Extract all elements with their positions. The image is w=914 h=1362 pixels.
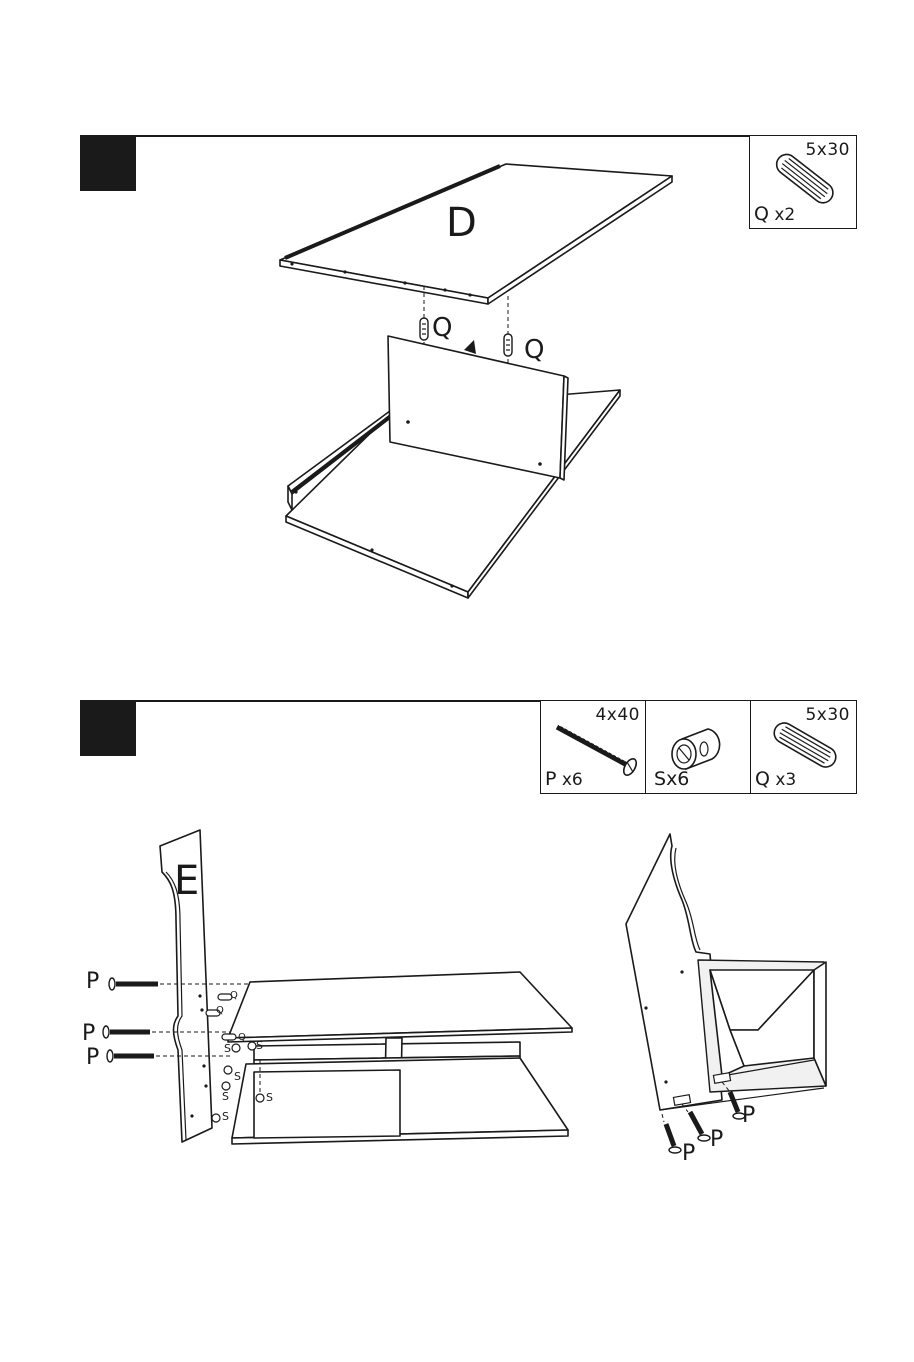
step-1-diagram: D Q Q	[0, 140, 914, 620]
step-2-diagram-left: E P P P	[0, 820, 600, 1160]
dowel-label-b: Q	[216, 1005, 224, 1016]
side-panel-e: E	[160, 830, 212, 1142]
hardware-code: P x6	[545, 768, 583, 790]
top-shelf	[228, 972, 572, 1042]
hardware-count: x6	[562, 770, 583, 790]
hardware-box-step-2-cam: Sx6	[645, 700, 752, 794]
screw-under-3	[666, 1124, 681, 1153]
cam-lock-icon	[648, 715, 748, 775]
screw-under-label-1: P	[742, 1103, 755, 1128]
hardware-code: Sx6	[654, 768, 689, 790]
cam-label-1: S	[224, 1042, 231, 1055]
cam-label-5: S	[266, 1091, 273, 1104]
step-1-rule	[80, 135, 856, 137]
screw-p-3	[107, 1050, 154, 1062]
screw-label-1: P	[86, 969, 99, 994]
screw-under-label-2: P	[710, 1127, 723, 1152]
step-2-bottom-panel	[232, 1058, 568, 1144]
hardware-letter: S	[654, 768, 666, 790]
hardware-letter: Q	[755, 768, 770, 790]
dowel-label-left: Q	[432, 313, 452, 343]
cam-label-2: S	[256, 1039, 263, 1052]
screw-label-3: P	[86, 1045, 99, 1070]
hardware-box-step-2-dowel: 5x30 Q x3	[750, 700, 857, 794]
dowel-label-c: Q	[238, 1032, 246, 1043]
screw-label-2: P	[82, 1021, 95, 1046]
hardware-count: x6	[666, 768, 689, 790]
hardware-letter: P	[545, 768, 556, 790]
screw-under-2	[690, 1112, 710, 1141]
hardware-code: Q x3	[755, 768, 796, 790]
panel-d: D	[280, 164, 672, 304]
hardware-count: x3	[775, 770, 796, 790]
hardware-box-step-2-screw: 4x40 P x6	[540, 700, 647, 794]
screw-p-1	[109, 978, 158, 990]
step-2-number-box	[80, 700, 136, 756]
cam-label-6: S	[222, 1110, 229, 1123]
step-2-diagram-right: P P P	[610, 820, 870, 1160]
screw-p-2	[103, 1026, 150, 1038]
cam-label-3: S	[234, 1070, 241, 1083]
assembled-unit-underside	[626, 834, 826, 1122]
dowel-right	[504, 334, 512, 356]
dowel-left	[420, 318, 428, 340]
dowel-label-right: Q	[524, 335, 544, 365]
dowel-icon	[755, 715, 855, 775]
screw-under-label-3: P	[682, 1141, 695, 1160]
dowel-label-a: Q	[230, 990, 238, 1001]
panel-label-d: D	[446, 200, 477, 246]
cam-label-4: S	[222, 1090, 229, 1103]
panel-label-e: E	[174, 858, 199, 904]
